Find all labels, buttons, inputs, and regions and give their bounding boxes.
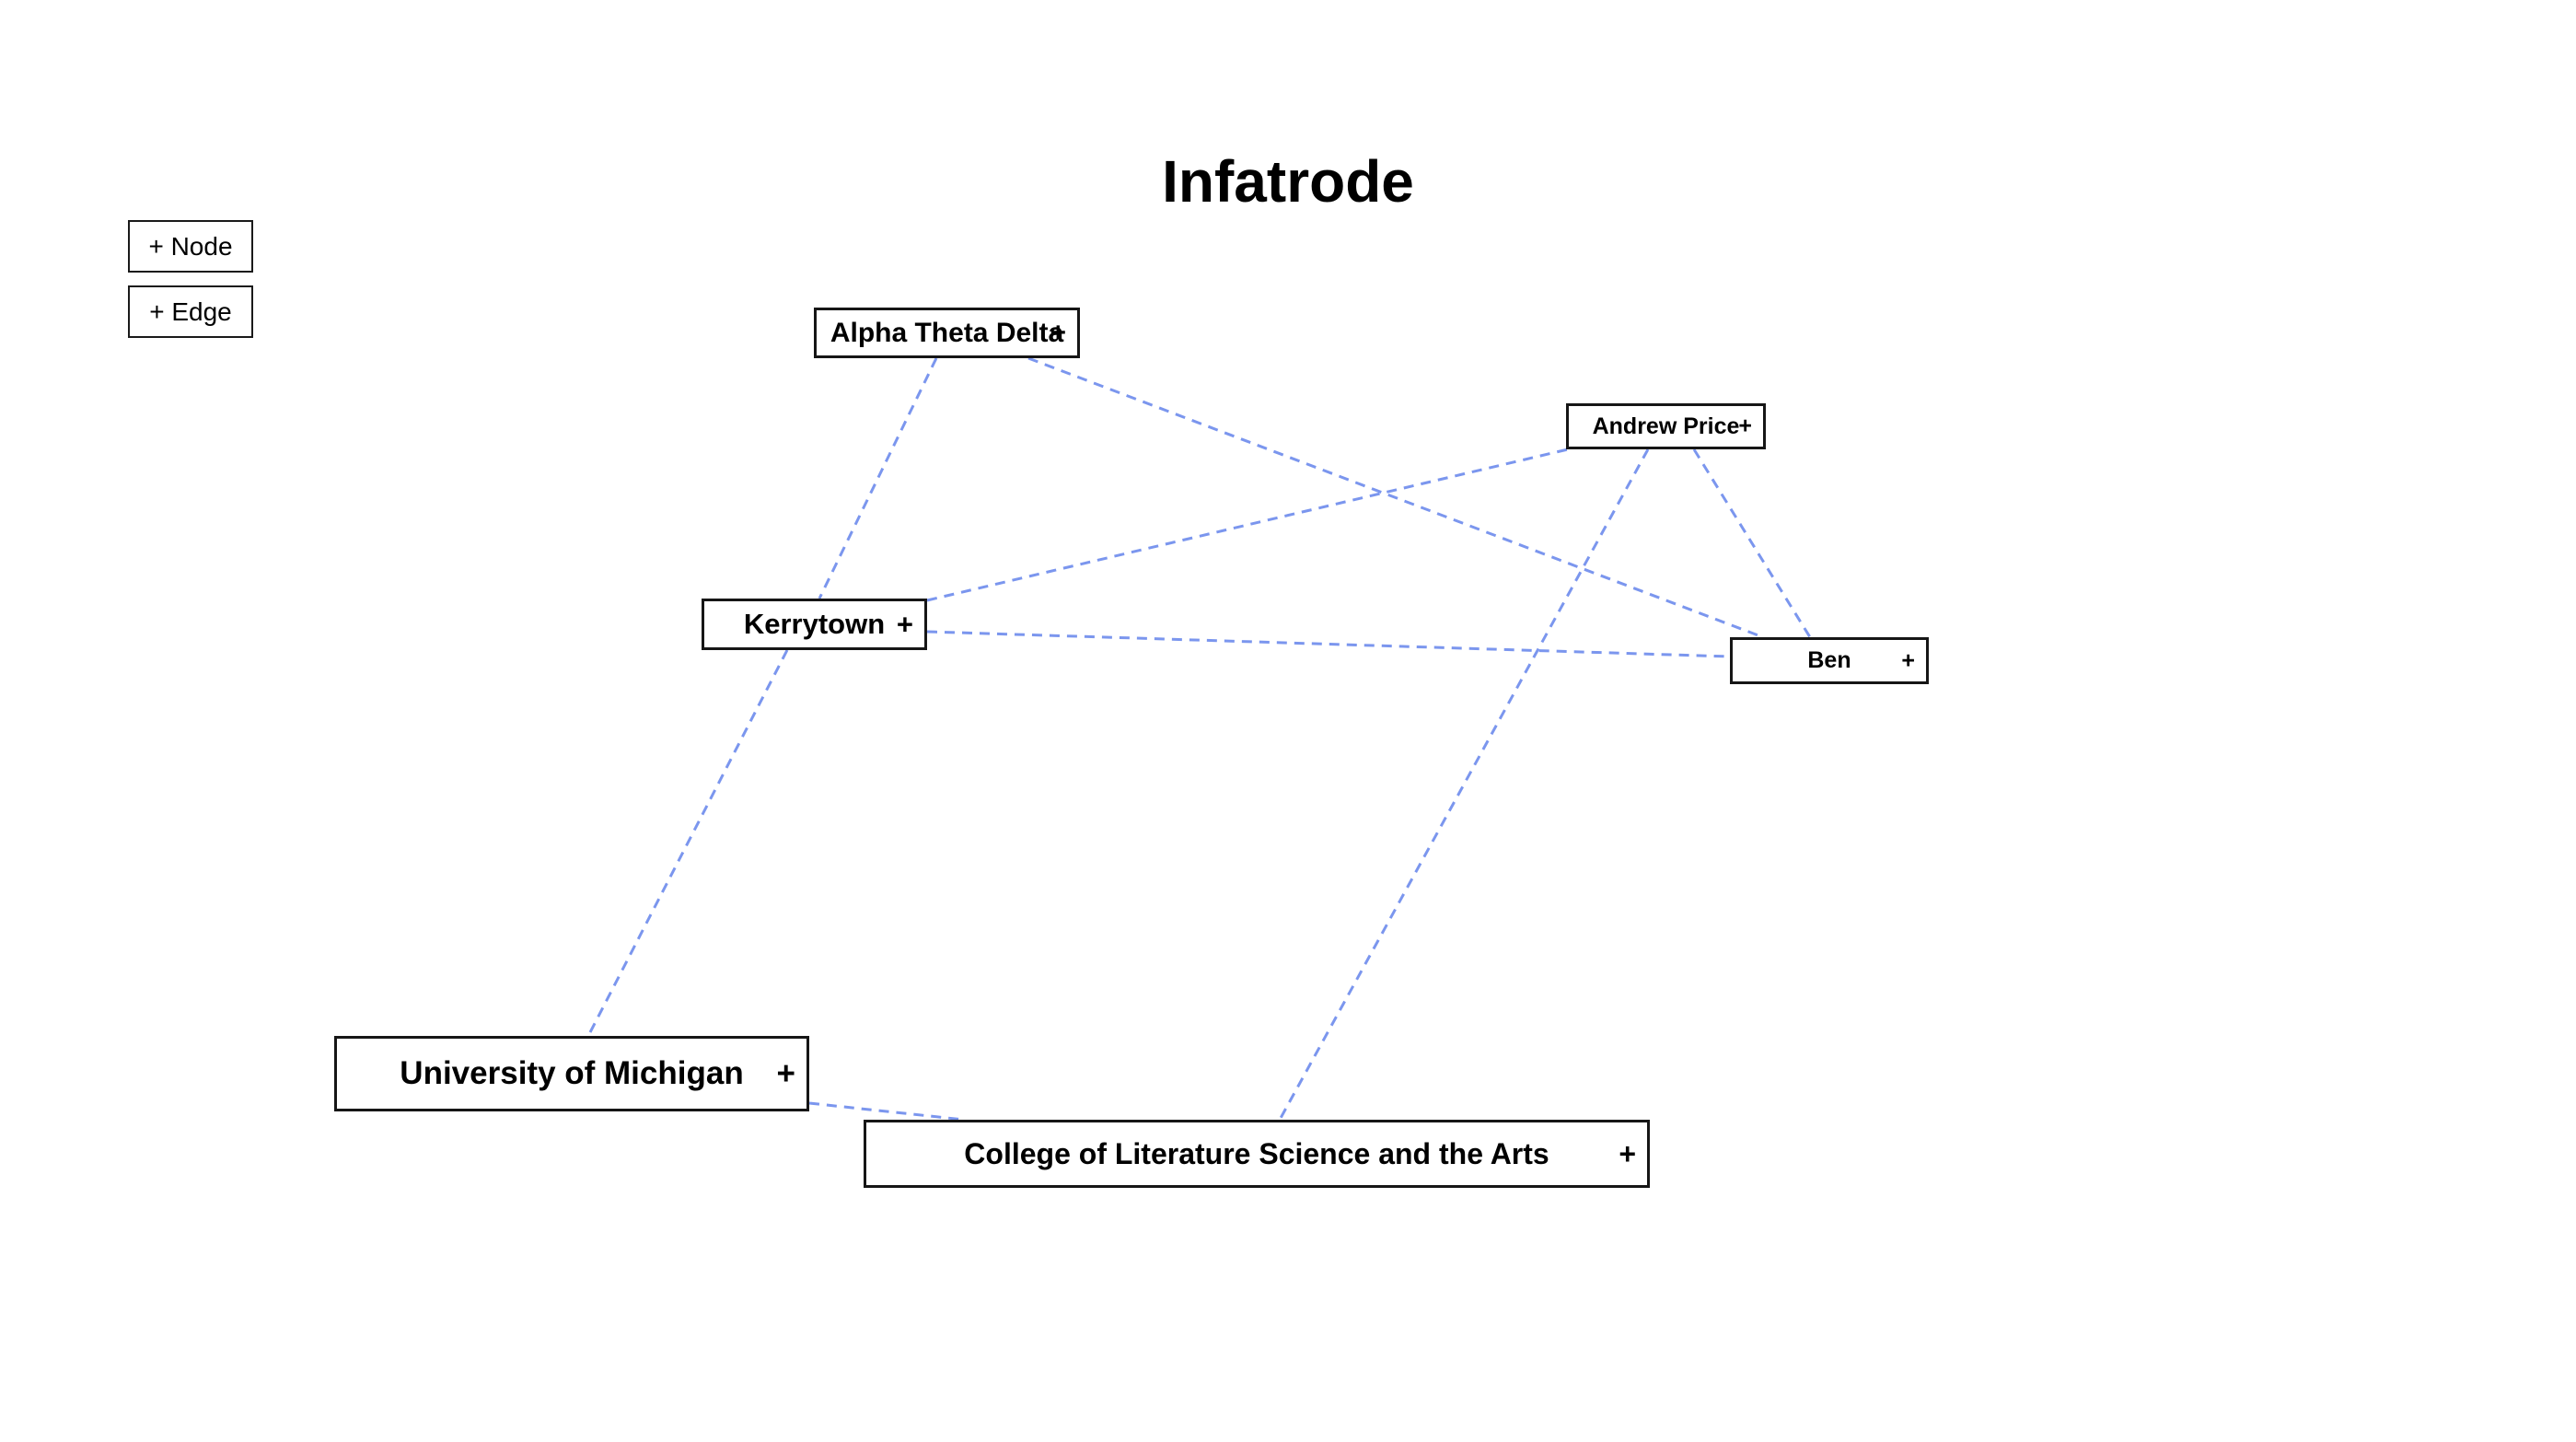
node-add-edge-button[interactable]: + <box>1738 413 1752 439</box>
edge-kerrytown--ben[interactable] <box>926 630 1731 658</box>
node-label: Ben <box>1807 647 1851 673</box>
node-add-edge-button[interactable]: + <box>1619 1137 1636 1170</box>
node-label: College of Literature Science and the Ar… <box>964 1136 1549 1170</box>
node-label: Andrew Price <box>1592 413 1740 439</box>
node-university-of-michigan[interactable]: University of Michigan + <box>334 1036 809 1111</box>
edge-kerrytown--andrew-price[interactable] <box>926 448 1569 602</box>
node-college-of-lsa[interactable]: College of Literature Science and the Ar… <box>864 1120 1650 1188</box>
node-ben[interactable]: Ben + <box>1730 637 1929 684</box>
edge-kerrytown--university-of-michigan[interactable] <box>586 649 789 1037</box>
page-title: Infatrode <box>1162 148 1414 215</box>
edge-alpha-theta-delta--ben[interactable] <box>1027 356 1764 639</box>
node-alpha-theta-delta[interactable]: Alpha Theta Delta+ <box>814 308 1080 358</box>
edge-alpha-theta-delta--kerrytown[interactable] <box>818 357 938 599</box>
node-add-edge-button[interactable]: + <box>1901 647 1915 673</box>
node-add-edge-button[interactable]: + <box>896 608 913 641</box>
node-add-edge-button[interactable]: + <box>776 1055 795 1092</box>
add-edge-button-label: + Edge <box>149 297 232 326</box>
add-edge-button[interactable]: + Edge <box>128 285 253 338</box>
node-label: University of Michigan <box>400 1055 744 1091</box>
edge-university-of-michigan--college-of-lsa[interactable] <box>808 1101 965 1122</box>
node-andrew-price[interactable]: Andrew Price+ <box>1566 403 1766 449</box>
edge-andrew-price--college-of-lsa[interactable] <box>1278 448 1650 1121</box>
node-label: Kerrytown <box>743 608 886 640</box>
node-label: Alpha Theta Delta <box>830 317 1064 348</box>
add-node-button[interactable]: + Node <box>128 220 253 273</box>
add-node-button-label: + Node <box>148 231 233 261</box>
edge-andrew-price--ben[interactable] <box>1692 448 1812 638</box>
node-add-edge-button[interactable]: + <box>1050 317 1066 348</box>
node-kerrytown[interactable]: Kerrytown + <box>702 599 927 650</box>
